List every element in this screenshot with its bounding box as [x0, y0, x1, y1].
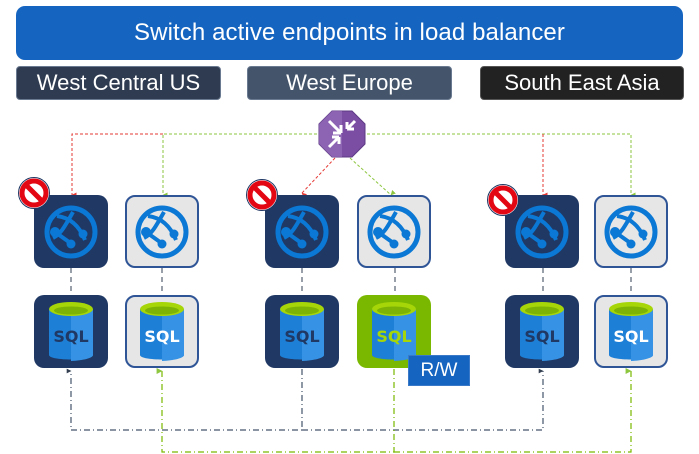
no-entry-icon	[487, 184, 519, 216]
route-disabled-weu	[301, 157, 336, 198]
region-south-east-asia: South East Asia	[480, 66, 684, 100]
sql-db-tile-weu-primary[interactable]: SQL	[357, 295, 431, 368]
web-app-globe-icon	[275, 205, 329, 258]
sql-label: SQL	[613, 327, 648, 346]
sql-db-tile-wcus-2[interactable]: SQL	[125, 295, 199, 368]
sql-db-tile-wcus-1[interactable]: SQL	[34, 295, 108, 368]
no-entry-icon	[18, 177, 50, 209]
diagram-title: Switch active endpoints in load balancer	[16, 6, 683, 60]
web-app-tile-sea-2[interactable]	[594, 195, 668, 268]
route-active-weu	[349, 157, 396, 196]
sql-label: SQL	[144, 327, 179, 346]
sql-database-icon: SQL	[520, 301, 564, 361]
sql-db-tile-sea-2[interactable]: SQL	[594, 295, 668, 368]
sql-database-icon: SQL	[280, 301, 324, 361]
web-app-tile-wcus-2[interactable]	[125, 195, 199, 268]
sql-db-tile-weu-1[interactable]: SQL	[265, 295, 339, 368]
sql-label: SQL	[376, 327, 411, 346]
web-app-globe-icon	[515, 205, 569, 258]
web-app-tile-weu-1[interactable]	[265, 195, 339, 268]
traffic-manager-icon[interactable]	[317, 109, 367, 159]
sql-database-icon: SQL	[609, 301, 653, 361]
web-app-globe-icon	[367, 205, 421, 258]
web-app-tile-weu-2[interactable]	[357, 195, 431, 268]
region-west-europe: West Europe	[247, 66, 452, 100]
sql-label: SQL	[524, 327, 559, 346]
web-app-globe-icon	[44, 205, 98, 258]
sql-database-icon: SQL	[372, 301, 416, 361]
sql-db-tile-sea-1[interactable]: SQL	[505, 295, 579, 368]
web-app-globe-icon	[604, 205, 658, 258]
route-disabled-wcus	[71, 133, 163, 198]
no-entry-icon	[246, 179, 278, 211]
sql-label: SQL	[284, 327, 319, 346]
sql-database-icon: SQL	[49, 301, 93, 361]
route-active-sea	[367, 133, 636, 198]
route-active-wcus	[162, 133, 317, 198]
sql-database-icon: SQL	[140, 301, 184, 361]
web-app-globe-icon	[135, 205, 189, 258]
replication-green	[156, 368, 395, 453]
region-west-central-us: West Central US	[16, 66, 221, 100]
web-app-tile-sea-1[interactable]	[505, 195, 579, 268]
web-app-tile-wcus-1[interactable]	[34, 195, 108, 268]
sql-label: SQL	[53, 327, 88, 346]
read-write-badge: R/W	[408, 355, 470, 386]
replication-dark	[66, 368, 303, 431]
